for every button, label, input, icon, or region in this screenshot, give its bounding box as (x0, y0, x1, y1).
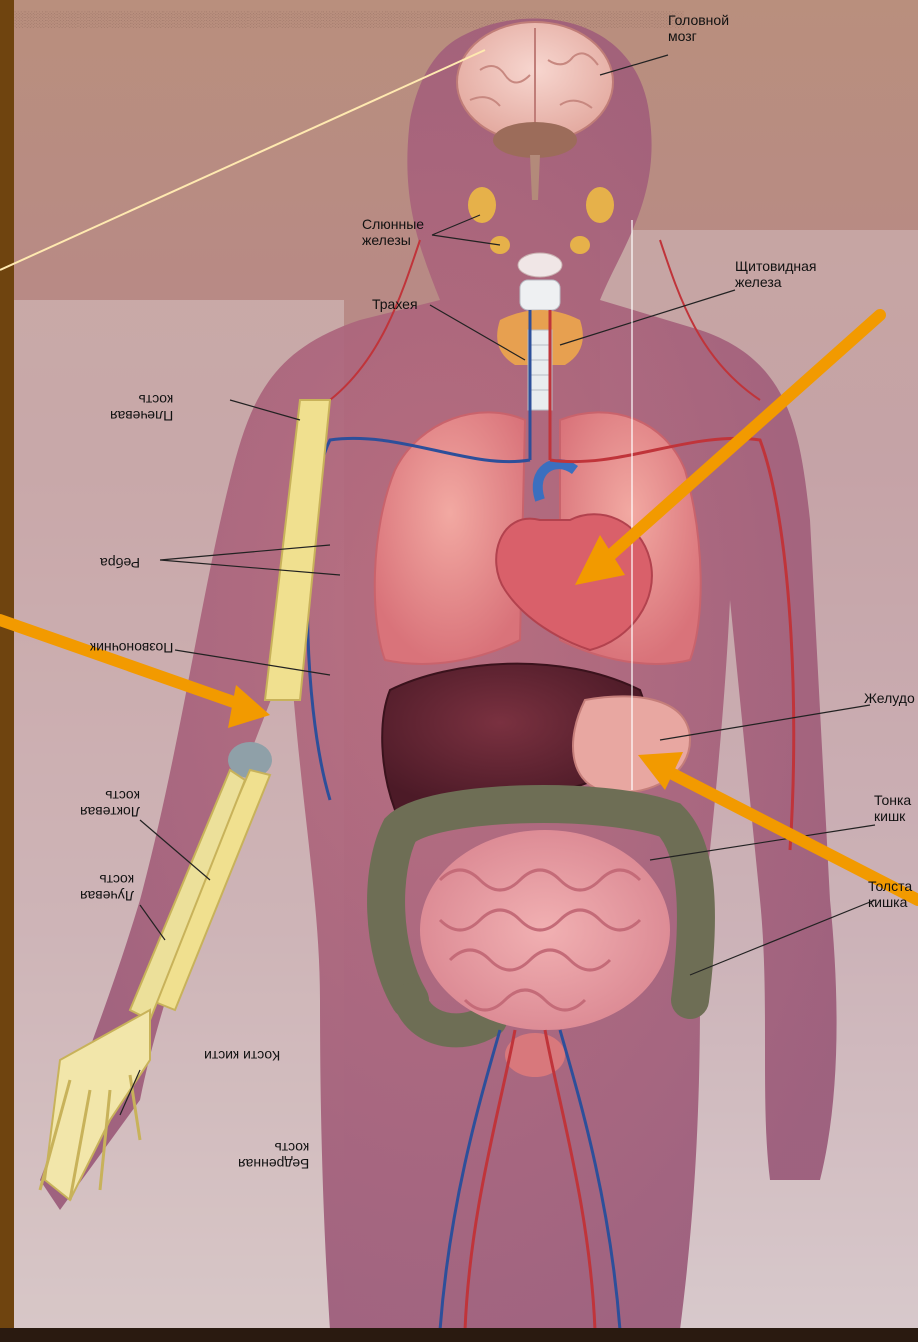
label-ribs: Ребра (100, 555, 140, 571)
label-salivary-glands: Слюнные железы (362, 216, 424, 248)
label-radius-wrap: Лучевая кость (80, 872, 134, 904)
label-radius: Лучевая кость (80, 872, 134, 904)
label-femur: Бедренная кость (238, 1140, 309, 1172)
label-trachea: Трахея (372, 296, 418, 312)
label-humerus: Плечевая кость (110, 392, 173, 424)
label-small-intestine: Тонка кишк (874, 792, 911, 824)
label-humerus-wrap: Плечевая кость (110, 392, 173, 424)
label-ribs-wrap: Ребра (100, 555, 140, 571)
label-ulna-wrap: Локтевая кость (80, 788, 140, 820)
label-spine: Позвоночник (90, 640, 173, 656)
label-spine-wrap: Позвоночник (90, 640, 173, 656)
label-ulna: Локтевая кость (80, 788, 140, 820)
small-intestine (420, 830, 670, 1030)
label-femur-wrap: Бедренная кость (238, 1140, 309, 1172)
bottom-band (0, 1328, 918, 1342)
label-thyroid: Щитовидная железа (735, 258, 817, 290)
label-brain: Головной мозг (668, 12, 729, 44)
label-stomach: Желудо (864, 690, 915, 706)
label-hand-bones-wrap: Кости кисти (204, 1048, 280, 1064)
label-large-intestine: Толста кишка (868, 878, 912, 910)
label-hand-bones: Кости кисти (204, 1048, 280, 1064)
